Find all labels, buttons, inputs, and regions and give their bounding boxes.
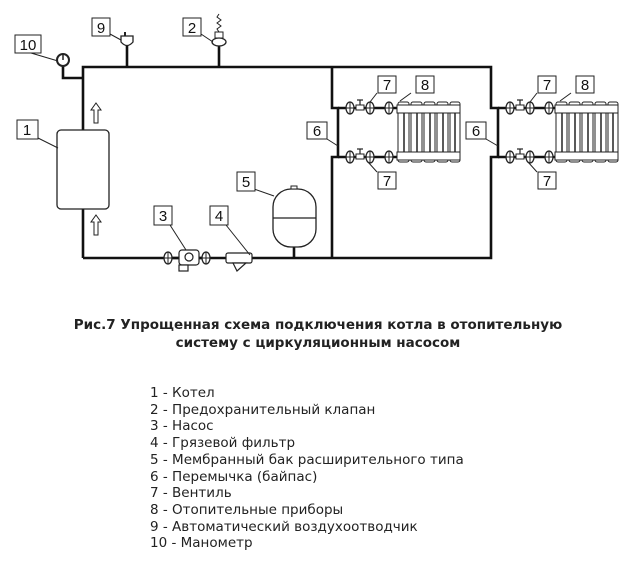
label-air-vent: 9 (97, 20, 105, 37)
label-valve: 7 (383, 173, 391, 190)
figure-caption-line2: систему с циркуляционным насосом (175, 335, 461, 351)
legend-item: 4 - Грязевой фильтр (150, 435, 296, 452)
legend-item: 6 - Перемычка (байпас) (150, 468, 318, 485)
radiator-branch-1 (346, 100, 461, 164)
safety-valve-icon (211, 13, 227, 47)
legend-item: 2 - Предохранительный клапан (150, 401, 376, 418)
label-radiator: 8 (421, 77, 429, 94)
radiator-branch-2 (506, 100, 619, 164)
label-bypass: 6 (313, 123, 321, 140)
legend-item: 8 - Отопительные приборы (150, 501, 344, 518)
expansion-tank-icon (272, 185, 317, 248)
boiler (56, 129, 110, 210)
flow-arrow-icon (90, 102, 102, 236)
legend: 1 - Котел 2 - Предохранительный клапан 3… (150, 385, 464, 552)
leader-lines (30, 33, 572, 256)
legend-item: 7 - Вентиль (150, 485, 232, 502)
manometer-icon (56, 53, 70, 67)
legend-item: 3 - Насос (150, 418, 214, 435)
label-safety-valve: 2 (188, 20, 196, 37)
label-pump: 3 (159, 208, 167, 225)
label-valve: 7 (543, 77, 551, 94)
figure-caption-line1: Рис.7 Упрощенная схема подключения котла… (73, 317, 563, 333)
legend-item: 9 - Автоматический воздухоотводчик (150, 518, 418, 535)
label-tank: 5 (242, 174, 250, 191)
label-filter: 4 (215, 208, 223, 225)
dirt-filter-icon (225, 252, 253, 272)
air-vent-icon (120, 32, 134, 47)
scheme-diagram: 10 9 2 1 3 4 5 6 6 7 8 7 7 8 7 (14, 13, 619, 272)
label-boiler: 1 (23, 122, 31, 139)
label-radiator: 8 (581, 77, 589, 94)
label-bypass: 6 (472, 123, 480, 140)
legend-item: 1 - Котел (150, 385, 215, 401)
label-valve: 7 (383, 77, 391, 94)
legend-item: 10 - Манометр (150, 535, 253, 552)
label-valve: 7 (543, 173, 551, 190)
pump-icon (163, 249, 211, 272)
label-manometer: 10 (20, 37, 37, 54)
legend-item: 5 - Мембранный бак расширительного типа (150, 451, 464, 468)
